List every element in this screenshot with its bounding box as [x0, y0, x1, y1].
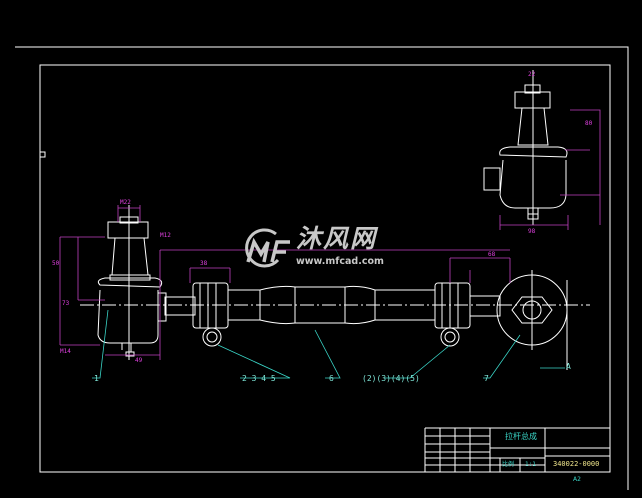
- left-ball-joint: [97, 205, 196, 360]
- view-label-a: A: [566, 362, 571, 371]
- part-label-2-5: 2 3 4 5: [242, 374, 276, 383]
- watermark-logo: [245, 228, 290, 268]
- dim-label: 22: [528, 71, 536, 78]
- outer-frame: [15, 46, 629, 490]
- title-block-scale: 1:1: [525, 461, 536, 468]
- dim-label: 73: [62, 300, 70, 307]
- dim-label: 68: [488, 251, 496, 258]
- part-label-1: 1: [94, 374, 99, 383]
- right-eye-end: [496, 270, 568, 370]
- leader-lines: [92, 309, 565, 379]
- tie-rod-tube: [192, 282, 501, 347]
- dim-label: 38: [200, 260, 208, 267]
- title-block-sub-label: A2: [573, 476, 581, 483]
- dim-label: M12: [160, 232, 171, 239]
- dim-label: 98: [528, 228, 536, 235]
- dim-label: 50: [52, 260, 60, 267]
- title-block: [424, 427, 610, 472]
- top-right-ball-joint: [483, 70, 601, 230]
- part-label-7: 7: [484, 374, 489, 383]
- title-block-scale-label: 比例: [502, 461, 515, 468]
- title-block-title: 拉杆总成: [505, 432, 537, 441]
- dimension-lines: [59, 205, 511, 360]
- watermark-url: www.mfcad.com: [296, 256, 384, 267]
- dim-label: M14: [60, 348, 71, 355]
- inner-border: [39, 64, 611, 473]
- dim-label: 80: [585, 120, 593, 127]
- title-block-drawing-number: 340022-0000: [553, 460, 600, 468]
- part-label-6: 6: [329, 374, 334, 383]
- part-label-2-5-alt: (2)(3)(4)(5): [362, 374, 420, 383]
- dim-label: 49: [135, 357, 143, 364]
- watermark-name: 沐风网: [296, 224, 378, 253]
- dim-label: M22: [120, 199, 131, 206]
- corner-marker: [39, 151, 46, 158]
